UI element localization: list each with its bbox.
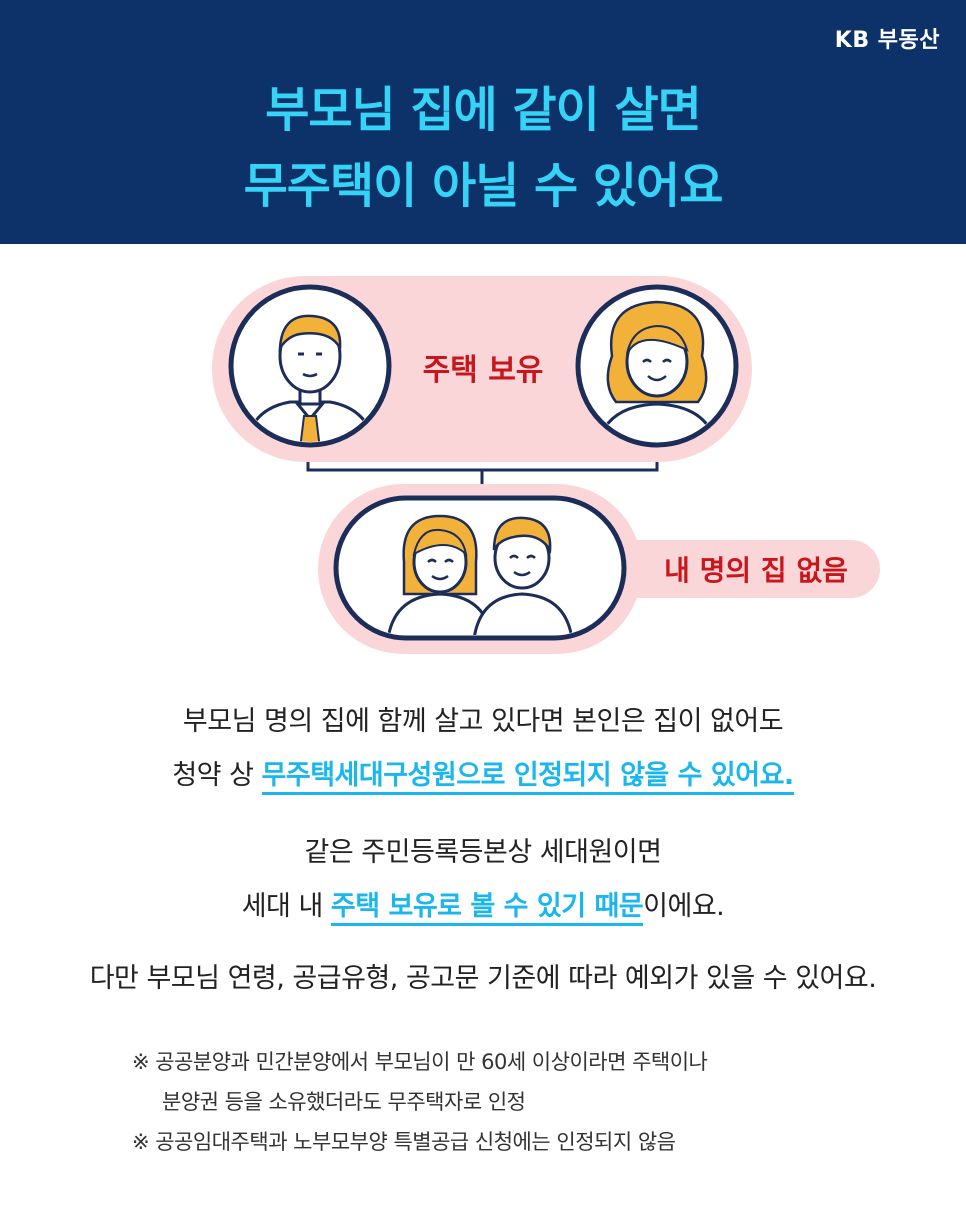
paragraph-1-line-2: 청약 상 무주택세대구성원으로 인정되지 않을 수 있어요.	[0, 749, 966, 803]
family-diagram: 주택 보유 내 명의 집 없음	[212, 276, 880, 654]
paragraph-2-suffix: 이에요.	[643, 891, 725, 922]
paragraph-2-highlight: 주택 보유로 볼 수 있기 때문	[330, 891, 644, 926]
paragraph-3: 다만 부모님 연령, 공급유형, 공고문 기준에 따라 예외가 있을 수 있어요…	[0, 952, 966, 1006]
paragraph-2-prefix: 세대 내	[241, 891, 331, 922]
children-label: 내 명의 집 없음	[664, 554, 848, 587]
paragraph-2: 같은 주민등록등본상 세대원이면 세대 내 주택 보유로 볼 수 있기 때문이에…	[0, 826, 966, 934]
paragraph-1-line-1: 부모님 명의 집에 함께 살고 있다면 본인은 집이 없어도	[182, 706, 784, 737]
paragraph-1-prefix: 청약 상	[172, 760, 262, 791]
note-1-line-2: 분양권 등을 소유했더라도 무주택자로 인정	[162, 1090, 526, 1114]
paragraph-1: 부모님 명의 집에 함께 살고 있다면 본인은 집이 없어도 청약 상 무주택세…	[0, 695, 966, 803]
page-title: 부모님 집에 같이 살면 무주택이 아닐 수 있어요	[0, 72, 966, 224]
header-banner: KB 부동산 부모님 집에 같이 살면 무주택이 아닐 수 있어요	[0, 0, 966, 244]
paragraph-1-highlight: 무주택세대구성원으로 인정되지 않을 수 있어요.	[261, 760, 794, 795]
mother-avatar-icon	[575, 284, 739, 448]
title-line-2: 무주택이 아닐 수 있어요	[243, 158, 724, 214]
title-line-1: 부모님 집에 같이 살면	[265, 82, 702, 138]
note-1-line-1: ※ 공공분양과 민간분양에서 부모님이 만 60세 이상이라면 주택이나	[132, 1050, 708, 1074]
father-avatar-icon	[228, 284, 392, 448]
paragraph-2-line-1: 같은 주민등록등본상 세대원이면	[304, 837, 662, 868]
children-avatar-icon	[386, 514, 574, 635]
paragraph-2-line-2: 세대 내 주택 보유로 볼 수 있기 때문이에요.	[0, 880, 966, 934]
paragraph-3-line-1: 다만 부모님 연령, 공급유형, 공고문 기준에 따라 예외가 있을 수 있어요…	[89, 963, 877, 994]
parents-label: 주택 보유	[423, 353, 544, 388]
note-2: ※ 공공임대주택과 노부모부양 특별공급 신청에는 인정되지 않음	[132, 1130, 676, 1154]
brand-logo: KB 부동산	[834, 28, 940, 53]
footnotes: ※ 공공분양과 민간분양에서 부모님이 만 60세 이상이라면 주택이나 분양권…	[132, 1042, 892, 1162]
